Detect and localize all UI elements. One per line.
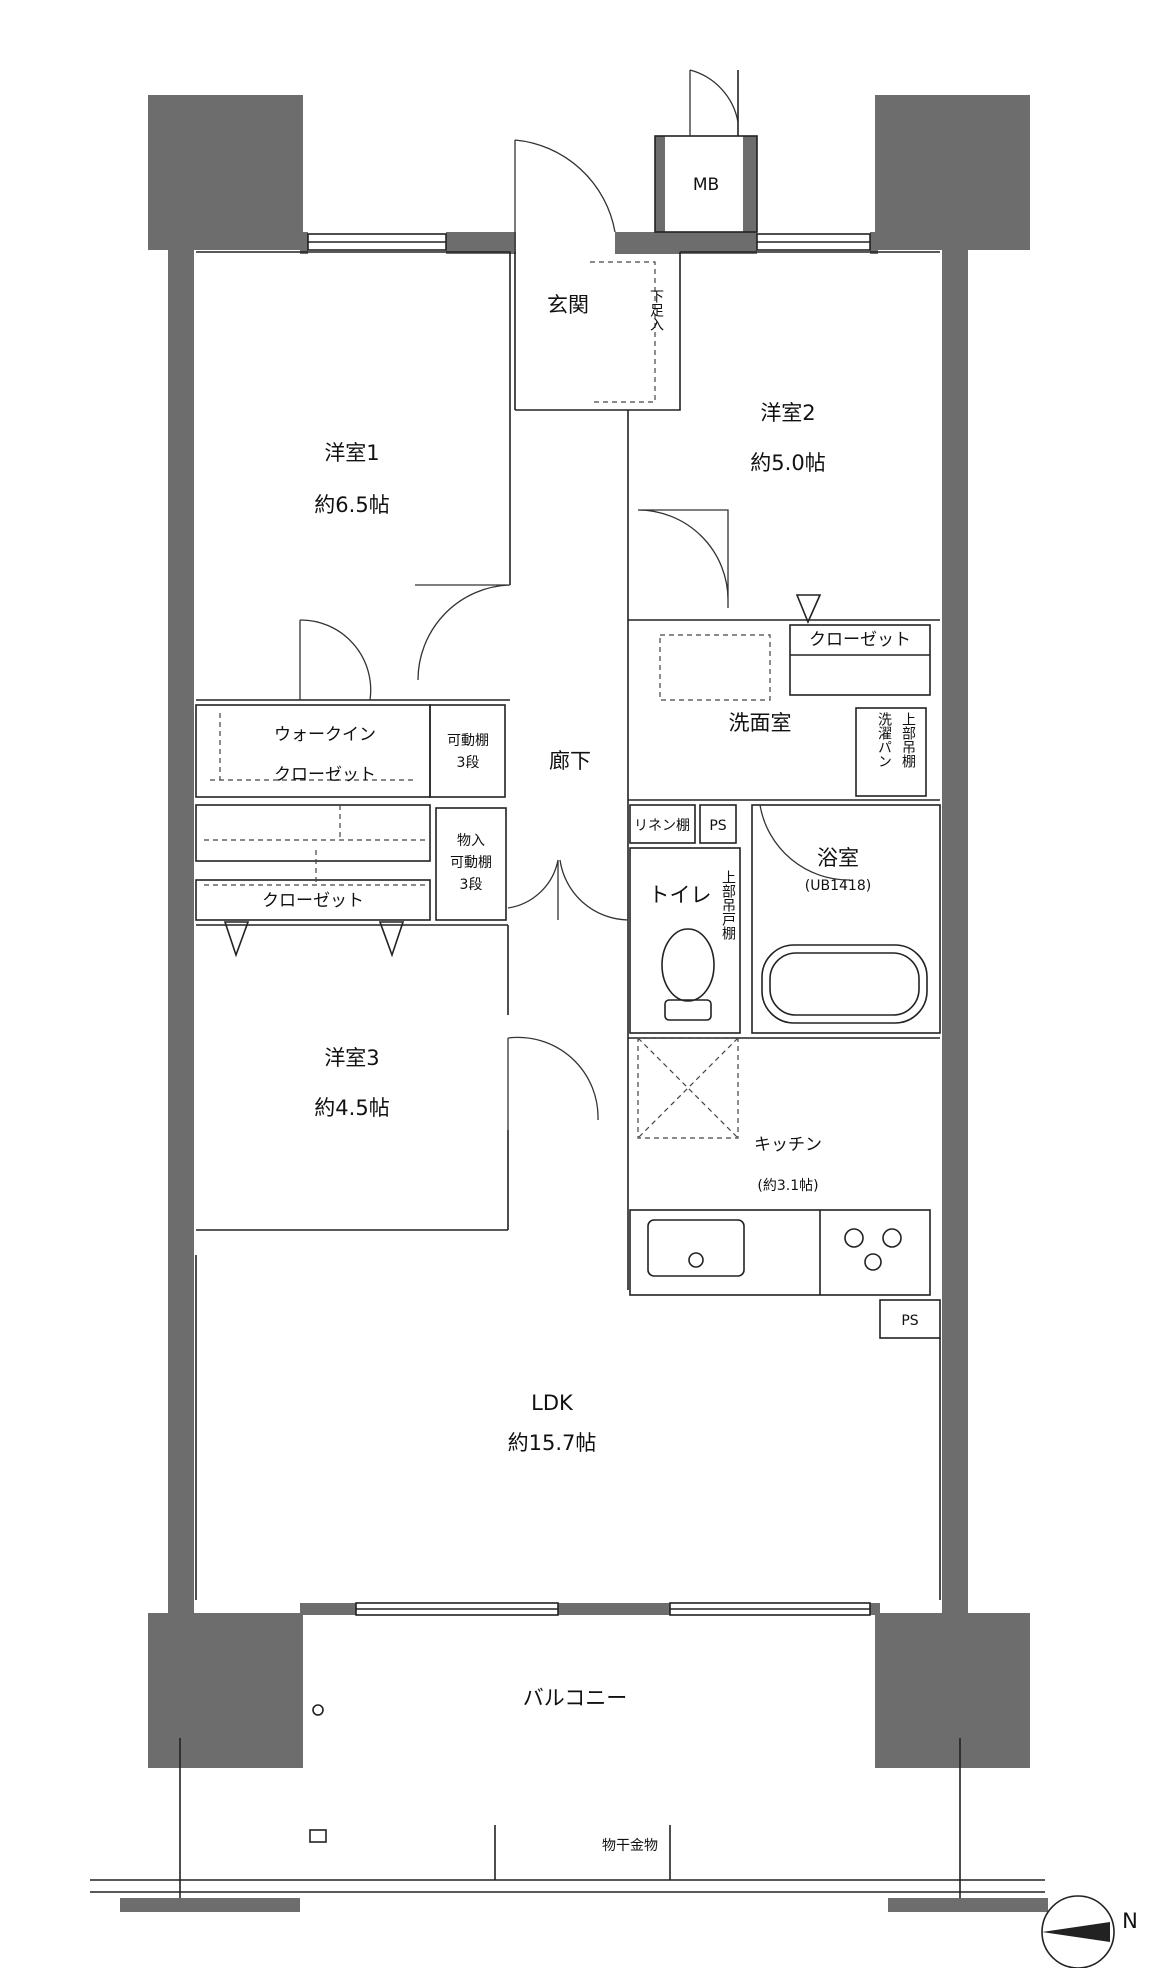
wall-top-3 bbox=[615, 232, 757, 254]
ps-label-2: PS bbox=[901, 1313, 918, 1329]
room2-name: 洋室2 bbox=[760, 401, 815, 425]
wall-top-5 bbox=[743, 136, 757, 246]
room1-size: 約6.5帖 bbox=[314, 493, 389, 517]
room3-size: 約4.5帖 bbox=[314, 1096, 389, 1120]
kitchen-label: キッチン bbox=[754, 1135, 822, 1155]
wall-top-1 bbox=[300, 232, 308, 254]
bathtub bbox=[761, 944, 928, 1024]
balcony-rail-right bbox=[888, 1898, 1048, 1912]
balcony-label: バルコニー bbox=[523, 1686, 628, 1710]
wall-right bbox=[942, 245, 968, 1620]
shoe-storage-label: 下足入 bbox=[648, 289, 664, 331]
movable-shelf-label-2: 3段 bbox=[457, 755, 480, 771]
wall-top-6 bbox=[870, 232, 878, 254]
storage-label-2: 可動棚 bbox=[450, 855, 492, 871]
entrance-label: 玄関 bbox=[547, 293, 589, 317]
washroom-label: 洗面室 bbox=[729, 711, 792, 735]
wall-bottom-1 bbox=[300, 1603, 356, 1615]
ps-label-1: PS bbox=[709, 818, 726, 834]
laundry-hanger-label: 物干金物 bbox=[602, 1838, 658, 1854]
ldk-name: LDK bbox=[531, 1391, 574, 1415]
wall-bottom-3 bbox=[870, 1603, 880, 1615]
toilet-label: トイレ bbox=[649, 883, 712, 907]
column-top-right bbox=[875, 95, 1030, 250]
room2-size: 約5.0帖 bbox=[750, 451, 825, 475]
kitchen-size-label: (約3.1帖) bbox=[757, 1178, 818, 1194]
linen-shelf-label: リネン棚 bbox=[634, 818, 690, 834]
mb-box bbox=[654, 135, 758, 233]
compass-icon bbox=[1041, 1895, 1115, 1968]
wic-label-1: ウォークイン bbox=[274, 725, 376, 745]
column-top-left bbox=[148, 95, 303, 250]
wall-top-2 bbox=[446, 232, 516, 254]
balcony-rail-left bbox=[120, 1898, 300, 1912]
column-bottom-left bbox=[148, 1613, 303, 1768]
wall-top-4 bbox=[655, 136, 665, 246]
fixtures bbox=[204, 261, 771, 1139]
compass-label: N bbox=[1122, 1909, 1138, 1933]
bathroom-spec-label: (UB1418) bbox=[805, 878, 871, 894]
interior-walls bbox=[195, 251, 941, 1600]
room1-name: 洋室1 bbox=[324, 441, 379, 465]
mb-label: MB bbox=[693, 175, 719, 195]
movable-shelf-label-1: 可動棚 bbox=[447, 733, 489, 749]
wic-label-2: クローゼット bbox=[274, 765, 376, 785]
column-bottom-right bbox=[875, 1613, 1030, 1768]
washing-pan-label: 洗濯パン bbox=[876, 712, 892, 768]
closet-room3-label: クローゼット bbox=[262, 891, 364, 911]
storage-label-1: 物入 bbox=[457, 833, 485, 849]
kitchen-sink bbox=[647, 1219, 745, 1277]
stove bbox=[844, 1228, 902, 1271]
closet-room2-label: クローゼット bbox=[809, 630, 911, 650]
bathroom-label: 浴室 bbox=[817, 846, 859, 870]
room3-name: 洋室3 bbox=[324, 1046, 379, 1070]
upper-cabinet-toilet-label: 上部吊戸棚 bbox=[720, 870, 736, 940]
wall-left bbox=[168, 245, 194, 1620]
hallway-label: 廊下 bbox=[549, 749, 591, 773]
doors bbox=[223, 139, 851, 1130]
toilet-fixture bbox=[661, 928, 715, 1021]
ldk-size: 約15.7帖 bbox=[508, 1431, 597, 1455]
wall-bottom-2 bbox=[558, 1603, 670, 1615]
storage-label-3: 3段 bbox=[460, 877, 483, 893]
upper-cabinet-wash-label: 上部吊棚 bbox=[900, 712, 916, 768]
